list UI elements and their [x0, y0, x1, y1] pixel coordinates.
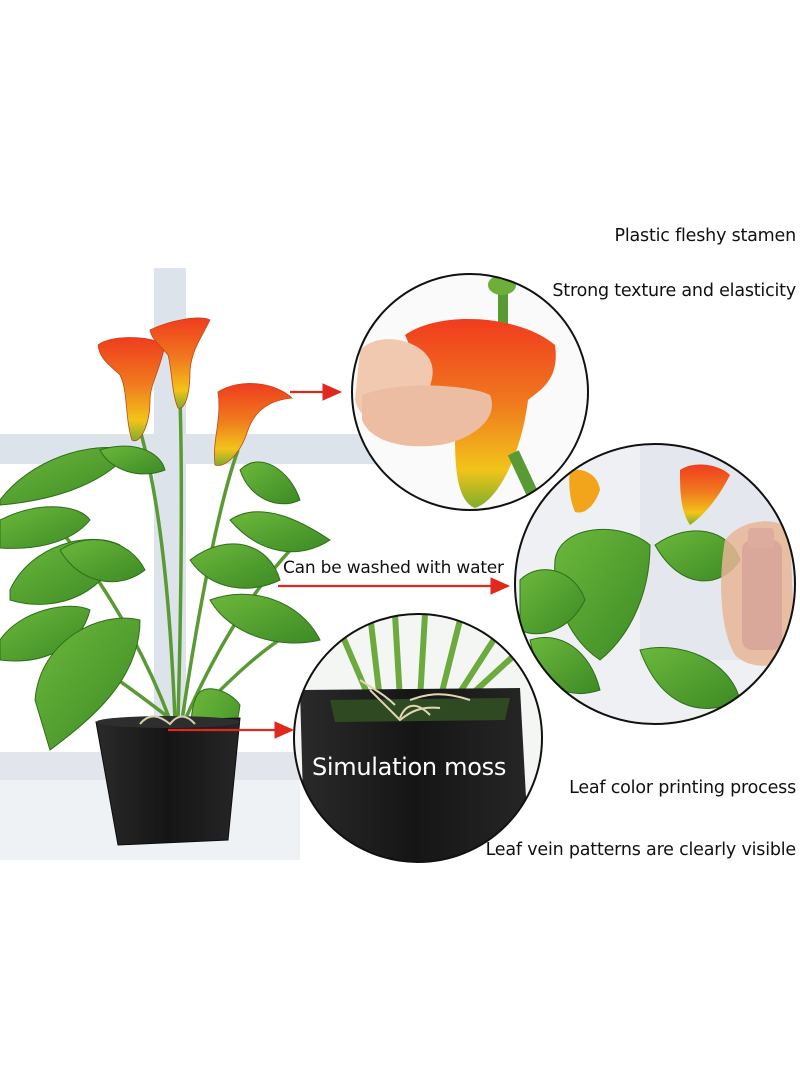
- feature-wash: Can be washed with water: [283, 558, 504, 578]
- feature-stamen: Plastic fleshy stamen: [614, 226, 797, 246]
- black-pot: [95, 715, 241, 846]
- feature-texture: Strong texture and elasticity: [552, 281, 796, 301]
- detail-circle-stamen: [352, 274, 588, 510]
- feature-leaf-color: Leaf color printing process: [569, 778, 796, 798]
- calla-lily-flowers: [97, 317, 293, 466]
- circle-border-1: [351, 273, 589, 511]
- detail-circle-moss: [294, 614, 542, 862]
- detail-circle-wash: [515, 444, 795, 724]
- circle-border-2: [514, 443, 796, 725]
- feature-moss: Simulation moss: [312, 753, 507, 781]
- callout-arrows: [168, 383, 511, 739]
- feature-leaf-vein: Leaf vein patterns are clearly visible: [485, 840, 797, 860]
- main-plant: [0, 317, 331, 846]
